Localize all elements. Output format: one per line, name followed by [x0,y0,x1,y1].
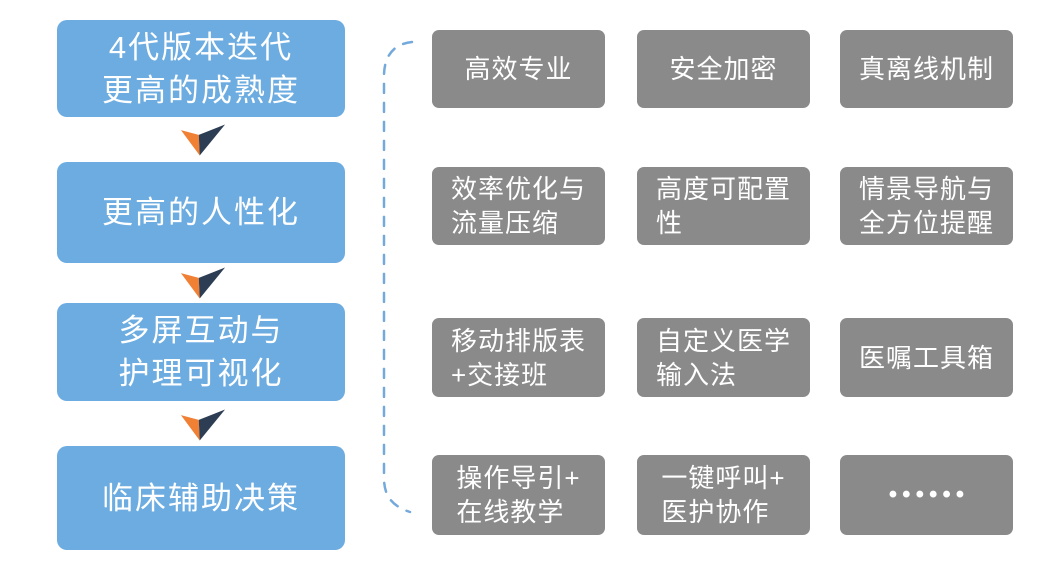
feature-box: 自定义医学 输入法 [637,318,810,397]
feature-box: 真离线机制 [840,30,1013,108]
feature-label: 医嘱工具箱 [858,342,994,373]
feature-box: 操作导引+ 在线教学 [432,455,605,535]
feature-box: 效率优化与 流量压缩 [432,167,605,245]
feature-box-ellipsis: •••••• [840,455,1013,535]
feature-label: 操作导引+ 在线教学 [456,463,581,527]
feature-box: 安全加密 [637,30,810,108]
down-arrow-icon [180,409,226,441]
stage-box-2: 更高的人性化 [57,162,345,263]
ellipsis-dots: •••••• [888,481,970,508]
stage-box-3: 多屏互动与 护理可视化 [57,303,345,401]
down-arrow-icon [180,267,226,299]
feature-label: 安全加密 [669,54,778,84]
dashed-brace [372,34,424,518]
feature-box: 医嘱工具箱 [840,318,1013,397]
feature-label: 移动排版表 +交接班 [450,325,586,390]
stage-box-4: 临床辅助决策 [57,446,345,550]
feature-box: 移动排版表 +交接班 [432,318,605,397]
stage-box-1: 4代版本迭代 更高的成熟度 [57,20,345,117]
feature-box: 高效专业 [432,30,605,108]
feature-label: 高度可配置 性 [655,174,791,238]
feature-box: 情景导航与 全方位提醒 [840,167,1013,245]
feature-box: 高度可配置 性 [637,167,810,245]
down-arrow-icon [180,124,226,156]
feature-label: 效率优化与 流量压缩 [450,174,586,238]
feature-box: 一键呼叫+ 医护协作 [637,455,810,535]
feature-label: 情景导航与 全方位提醒 [858,174,994,238]
feature-label: 自定义医学 输入法 [655,325,791,390]
feature-label: 真离线机制 [858,54,994,84]
feature-label: 高效专业 [464,54,573,84]
feature-label: 一键呼叫+ 医护协作 [661,463,786,527]
